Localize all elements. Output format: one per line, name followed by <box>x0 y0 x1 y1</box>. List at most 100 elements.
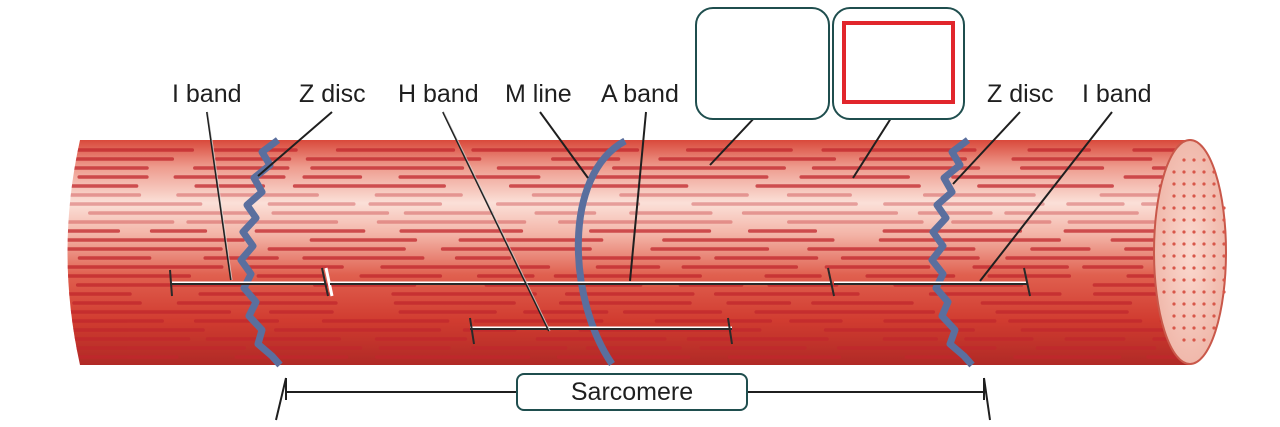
cut-end-dot <box>1212 194 1216 198</box>
cut-end-dot <box>1182 302 1186 306</box>
cut-end-dot <box>1202 302 1206 306</box>
label-z-disc-left: Z disc <box>299 80 366 108</box>
cut-end-dot <box>1192 254 1196 258</box>
cut-end-dot <box>1202 182 1206 186</box>
cut-end-dot <box>1162 218 1166 222</box>
cut-end-dot <box>1192 218 1196 222</box>
sarcomere-label-box: Sarcomere <box>516 373 748 411</box>
cut-end-dot <box>1172 242 1176 246</box>
cut-end-dot <box>1182 290 1186 294</box>
cut-end-dot <box>1182 182 1186 186</box>
cut-end-dot <box>1172 290 1176 294</box>
cut-end-dot <box>1212 254 1216 258</box>
cut-end-dot <box>1182 278 1186 282</box>
cut-end-dot <box>1162 266 1166 270</box>
cut-end-dot <box>1202 242 1206 246</box>
cut-end-dot <box>1202 206 1206 210</box>
cut-end-dot <box>1162 254 1166 258</box>
label-sarcomere: Sarcomere <box>570 377 694 406</box>
cut-end-dot <box>1222 266 1226 270</box>
cut-end-dot <box>1162 290 1166 294</box>
cut-end-dot <box>1172 170 1176 174</box>
cut-end-dot <box>1192 158 1196 162</box>
leader-line-halos <box>207 111 551 332</box>
cut-end-dot <box>1182 326 1186 330</box>
cut-end-dot <box>1182 242 1186 246</box>
cut-end-dot <box>1172 266 1176 270</box>
z-disc-left-line <box>237 137 283 368</box>
cut-end-dot <box>1212 218 1216 222</box>
label-i-band-right: I band <box>1082 80 1152 108</box>
cut-end-dot <box>1162 278 1166 282</box>
cut-end-dot <box>1172 326 1176 330</box>
cut-end-dot <box>1222 242 1226 246</box>
cut-end-dot <box>1192 266 1196 270</box>
cut-end-dot <box>1202 170 1206 174</box>
cut-end-dot <box>1192 278 1196 282</box>
cut-end-dot <box>1212 242 1216 246</box>
cut-end-dot <box>1212 290 1216 294</box>
cut-end-dot <box>1172 230 1176 234</box>
cut-end-dot <box>1222 254 1226 258</box>
label-i-band-left: I band <box>172 80 242 108</box>
cut-end-dot <box>1202 254 1206 258</box>
cut-end-dot <box>1162 230 1166 234</box>
cut-end-dot <box>1202 230 1206 234</box>
cut-end-dot <box>1212 230 1216 234</box>
cut-end-dot <box>1182 338 1186 342</box>
cut-end-dot <box>1192 326 1196 330</box>
cut-end-dot <box>1172 194 1176 198</box>
leader-lines <box>206 111 1113 332</box>
cut-end-dot <box>1192 170 1196 174</box>
answer-box-1[interactable] <box>695 7 830 120</box>
cut-end-dot <box>1182 206 1186 210</box>
cut-end-dot <box>1222 290 1226 294</box>
cut-end-dot <box>1212 314 1216 318</box>
sarcomere-bracket <box>275 377 991 421</box>
cut-end-dot <box>1182 314 1186 318</box>
label-z-disc-right: Z disc <box>987 80 1054 108</box>
band-bars <box>169 267 1031 345</box>
cut-end-dot <box>1172 278 1176 282</box>
cut-end-dot <box>1162 206 1166 210</box>
cut-end-dot <box>1182 170 1186 174</box>
cut-end-dot <box>1192 290 1196 294</box>
cut-end-dot <box>1192 206 1196 210</box>
cut-end-dot <box>1192 182 1196 186</box>
cut-end-dot <box>1222 206 1226 210</box>
cut-end-dot <box>1212 170 1216 174</box>
cut-end-dot <box>1202 194 1206 198</box>
cut-end-dot <box>1202 314 1206 318</box>
cut-end-dot <box>1212 266 1216 270</box>
cut-end-dot <box>1172 206 1176 210</box>
cut-end-dot <box>1202 218 1206 222</box>
cut-end-dot <box>1212 206 1216 210</box>
m-line-curve <box>574 137 627 366</box>
cut-end-dot <box>1182 266 1186 270</box>
cut-end-dot <box>1192 302 1196 306</box>
answer-box-2[interactable] <box>832 7 965 120</box>
cut-end-dot <box>1172 302 1176 306</box>
cut-end-dot <box>1172 182 1176 186</box>
cut-end-dot <box>1182 254 1186 258</box>
cut-end-dot <box>1222 218 1226 222</box>
cut-end-dot <box>1222 278 1226 282</box>
label-h-band: H band <box>398 80 479 108</box>
cut-end-dot <box>1172 254 1176 258</box>
cut-end-dots <box>1162 158 1226 342</box>
cut-end-dot <box>1202 278 1206 282</box>
cut-end-dot <box>1192 242 1196 246</box>
cut-end-dot <box>1182 218 1186 222</box>
cut-end-dot <box>1182 158 1186 162</box>
cut-end-dot <box>1222 230 1226 234</box>
label-m-line: M line <box>505 80 572 108</box>
fiber-cut-end <box>1153 139 1227 365</box>
cut-end-dot <box>1192 338 1196 342</box>
label-a-band: A band <box>601 80 679 108</box>
cut-end-dot <box>1182 230 1186 234</box>
cut-end-dot <box>1162 242 1166 246</box>
cut-end-dot <box>1202 158 1206 162</box>
cut-end-dot <box>1172 218 1176 222</box>
